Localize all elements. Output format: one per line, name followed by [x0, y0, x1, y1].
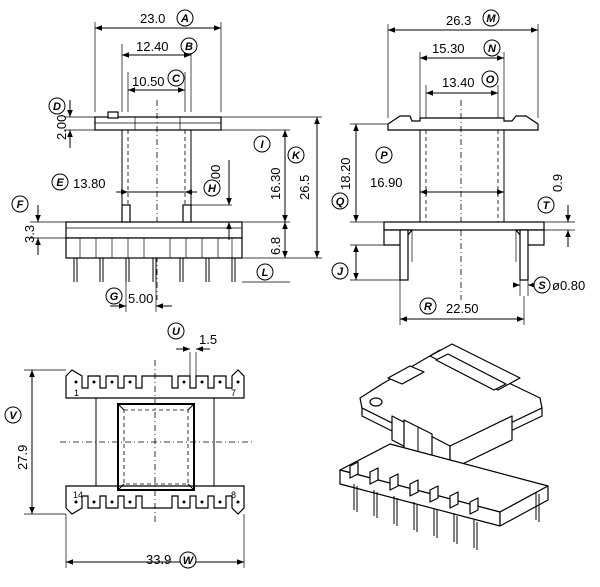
dim-G-letter: G: [110, 291, 119, 303]
pin-number-7: 7: [231, 388, 236, 398]
isometric-view: [339, 343, 549, 550]
dim-W-letter: W: [183, 555, 195, 567]
dim-O-letter: O: [486, 74, 495, 86]
dim-P-letter: P: [380, 150, 388, 162]
dim-V-value: 27.9: [15, 445, 30, 470]
dim-H-letter: H: [208, 183, 217, 195]
dim-V-letter: V: [9, 410, 18, 422]
dim-K-letter: K: [292, 150, 301, 162]
dim-U-value: 1.5: [199, 332, 217, 347]
dim-T-value: 0.9: [550, 174, 565, 192]
dim-B-letter: B: [185, 41, 193, 53]
dim-L-letter: L: [262, 267, 269, 279]
dim-A-value: 23.0: [140, 11, 165, 26]
dim-A-letter: A: [180, 13, 189, 25]
top-view: 1 7 14 8 1.5 U 27.9 V 33.9 W: [4, 322, 252, 569]
dim-M-value: 26.3: [446, 13, 471, 28]
dim-I-letter: I: [260, 139, 264, 151]
dim-D-letter: D: [53, 101, 61, 113]
dim-N-letter: N: [488, 43, 497, 55]
dim-P-value: 16.90: [370, 175, 403, 190]
dim-J-letter: J: [337, 266, 344, 278]
dim-S-value: ø0.80: [552, 278, 585, 293]
dim-E-letter: E: [56, 177, 64, 189]
dim-D-value: 2.00: [54, 115, 69, 140]
pin-number-14: 14: [73, 490, 83, 500]
dim-G-value: 5.00: [128, 291, 153, 306]
dim-U-letter: U: [172, 326, 181, 338]
dim-S-letter: S: [538, 280, 546, 292]
dim-I-value: 16.30: [268, 167, 283, 200]
dim-Q-letter: Q: [336, 196, 345, 208]
dim-T-letter: T: [543, 200, 551, 212]
dim-W-value: 33.9: [146, 552, 171, 567]
dim-R-value: 22.50: [446, 301, 479, 316]
dim-N-value: 15.30: [432, 41, 465, 56]
pin-number-1: 1: [74, 388, 79, 398]
dim-F-letter: F: [17, 199, 24, 211]
dim-C-letter: C: [172, 73, 181, 85]
dim-Q-value: 18.20: [338, 157, 353, 190]
pin-number-8: 8: [231, 490, 236, 500]
dim-K-value: 26.5: [297, 175, 312, 200]
dim-F-value: 3.3: [22, 225, 37, 243]
dim-R-letter: R: [424, 301, 432, 313]
dim-E-value: 13.80: [73, 176, 106, 191]
front-view: 23.0 A 12.40 B 10.50 C 2.00 D 13.80 E: [11, 9, 322, 312]
dim-B-value: 12.40: [136, 39, 169, 54]
side-view: 26.3 M 15.30 N 13.40 O 16.90 P 18.20 Q: [331, 9, 585, 325]
dim-C-value: 10.50: [132, 74, 165, 89]
dim-M-letter: M: [486, 13, 496, 25]
dim-O-value: 13.40: [442, 75, 475, 90]
dim-L-value: 6.8: [268, 237, 283, 255]
